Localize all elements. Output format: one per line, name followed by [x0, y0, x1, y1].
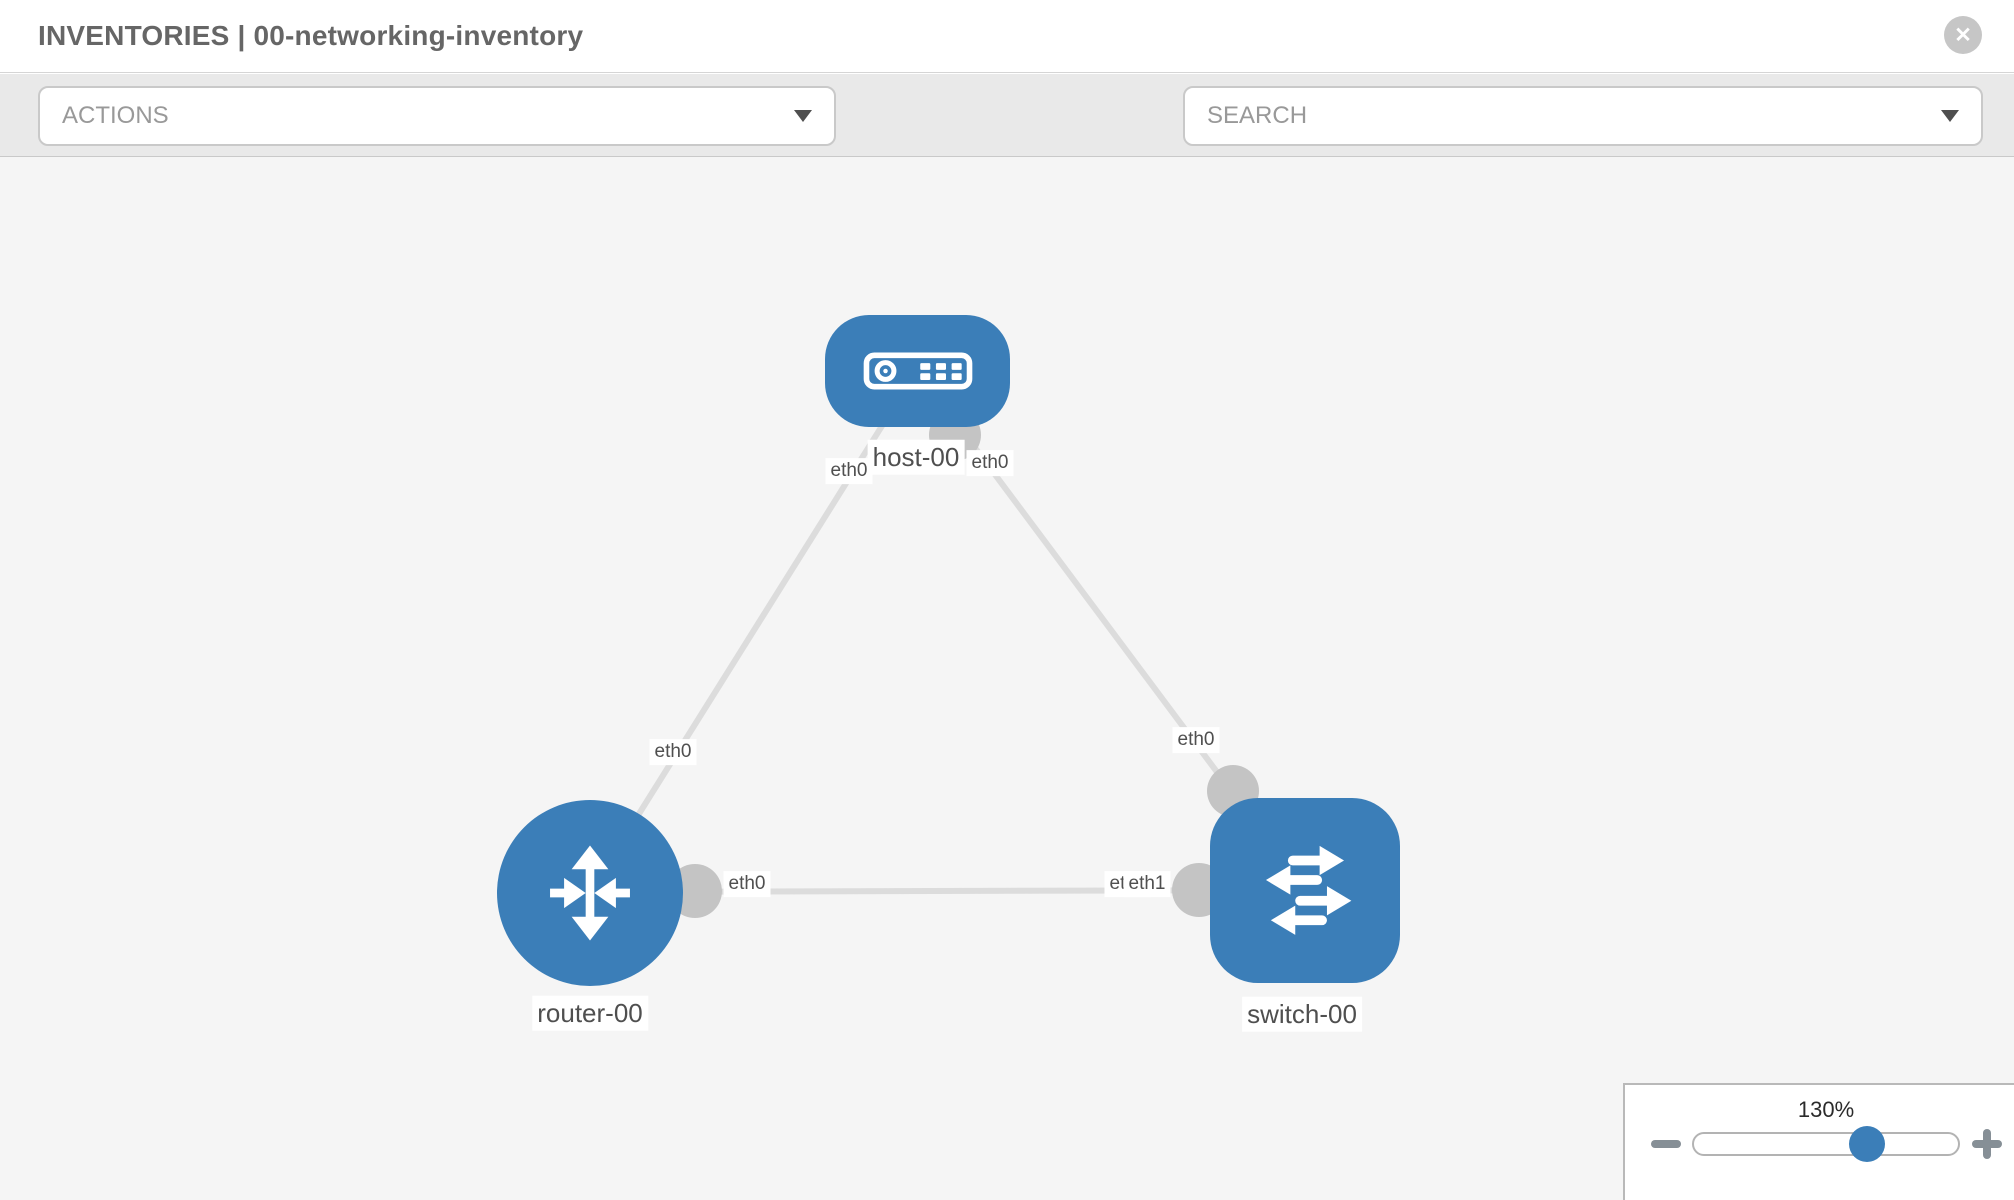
- node-switch-00[interactable]: [1210, 798, 1400, 983]
- zoom-slider-knob[interactable]: [1849, 1126, 1885, 1162]
- switch-icon: [1265, 845, 1352, 935]
- close-button[interactable]: ✕: [1944, 16, 1982, 54]
- node-router-00[interactable]: [497, 800, 683, 986]
- zoom-level: 130%: [1797, 1097, 1855, 1122]
- node-label-switch-00: switch-00: [1242, 996, 1362, 1032]
- toolbar: ACTIONS SEARCH: [0, 74, 2014, 213]
- search-dropdown[interactable]: SEARCH: [1183, 86, 1983, 146]
- interface-label: eth0: [723, 871, 771, 897]
- zoom-out-icon[interactable]: [1651, 1140, 1681, 1148]
- host-icon: [863, 352, 972, 390]
- interface-label: eth0: [966, 450, 1014, 476]
- chevron-down-icon: [1941, 110, 1959, 122]
- node-label-host-00: host-00: [867, 439, 965, 475]
- chevron-down-icon: [794, 110, 812, 122]
- header: INVENTORIES | 00-networking-inventory ✕: [0, 0, 2014, 73]
- interface-label: eth0: [825, 458, 873, 484]
- search-dropdown-label: SEARCH: [1207, 102, 1308, 129]
- link-host-router: [587, 368, 920, 894]
- zoom-in-icon[interactable]: [1972, 1129, 2002, 1159]
- actions-dropdown[interactable]: ACTIONS: [38, 86, 836, 146]
- node-label-router-00: router-00: [532, 995, 648, 1031]
- node-host-00[interactable]: [825, 315, 1010, 427]
- interface-label: eth0: [1172, 727, 1220, 753]
- actions-dropdown-label: ACTIONS: [62, 102, 169, 129]
- interface-label: eth1: [1123, 871, 1171, 897]
- close-icon: ✕: [1954, 23, 1972, 47]
- zoom-panel: 130%: [1623, 1083, 2014, 1200]
- topology-canvas[interactable]: host-00 router-00 switch-00 eth0 eth0 et…: [0, 157, 2014, 1200]
- page-title: INVENTORIES | 00-networking-inventory: [38, 20, 584, 51]
- topology-edges-layer: [587, 368, 1308, 918]
- interface-label: eth0: [649, 739, 697, 765]
- zoom-slider[interactable]: [1692, 1126, 1960, 1162]
- router-icon: [550, 845, 630, 941]
